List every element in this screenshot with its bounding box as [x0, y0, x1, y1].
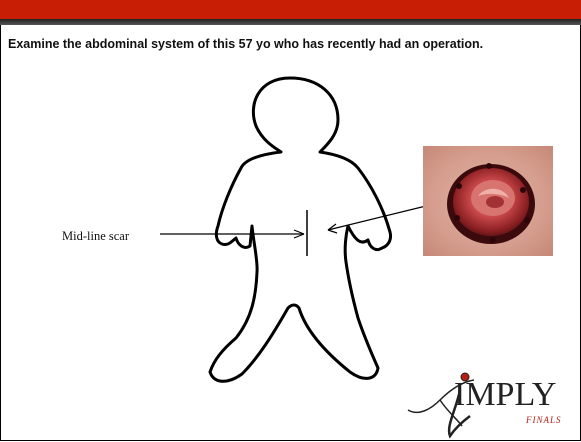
body-outline [210, 78, 391, 381]
photo-pointer-arrow [328, 205, 430, 230]
simply-finals-logo: IMPLY FINALS [400, 360, 581, 440]
logo-wordmark: IMPLY [454, 376, 556, 414]
scar-label: Mid-line scar [62, 229, 129, 244]
stoma-photo [423, 146, 553, 256]
logo-subtitle: FINALS [526, 415, 562, 425]
